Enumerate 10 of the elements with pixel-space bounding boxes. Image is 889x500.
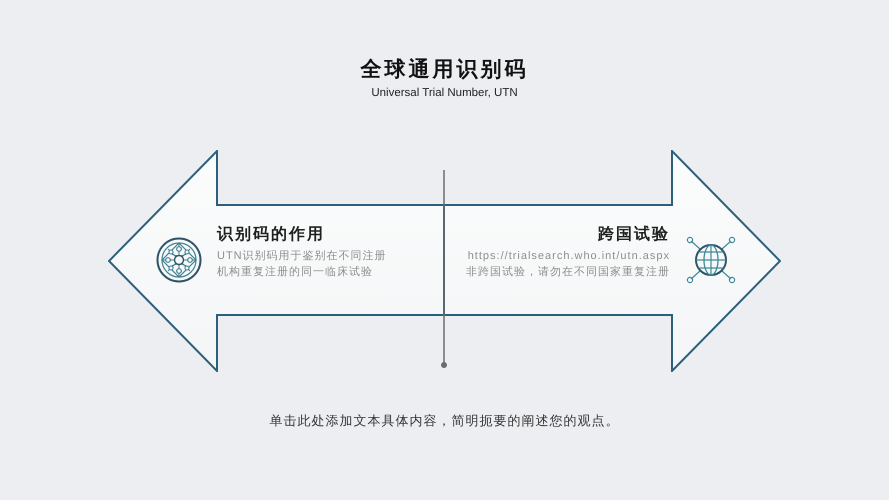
caption-text: 单击此处添加文本具体内容，简明扼要的阐述您的观点。 [270, 412, 620, 430]
right-arrow-shape [444, 150, 781, 372]
node-heading: 跨国试验 [598, 224, 670, 245]
node-description: 非跨国试验，请勿在不同国家重复注册 [466, 264, 670, 280]
subtitle: Universal Trial Number, UTN [371, 86, 518, 101]
web-address: https://trialsearch.who.int/utn.aspx [468, 249, 670, 264]
title: 全球通用识别码 [360, 57, 528, 83]
node-heading: 识别码的作用 [217, 224, 325, 245]
left-arrow-shape [108, 150, 444, 372]
node-description: UTN识别码用于鉴别在不同注册机构重复注册的同一临床试验 [217, 248, 388, 280]
